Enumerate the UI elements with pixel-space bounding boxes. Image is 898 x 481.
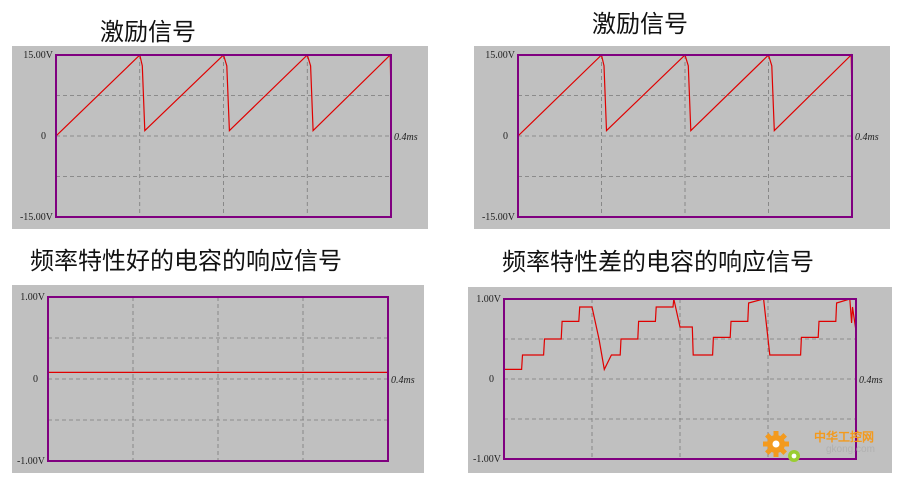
grid	[504, 299, 856, 459]
y-tick-bottom: -1.00V	[473, 454, 502, 465]
y-tick-top: 1.00V	[476, 294, 502, 305]
plot-frame	[503, 298, 857, 460]
y-tick-top: 1.00V	[20, 292, 46, 303]
title-bottom-right: 频率特性差的电容的响应信号	[502, 248, 814, 276]
title-top-right: 激励信号	[592, 10, 688, 38]
y-tick-zero: 0	[33, 374, 38, 385]
gear-icon	[763, 431, 800, 462]
y-tick-zero: 0	[489, 374, 494, 385]
x-tick-end: 0.4ms	[394, 132, 418, 143]
grid	[518, 55, 852, 217]
chart-bottom-left: 1.00V 0 -1.00V 0.4ms	[17, 292, 415, 467]
y-tick-bottom: -1.00V	[17, 456, 46, 467]
watermark-url: gkong.com	[826, 444, 875, 455]
watermark-cn: 中华工控网	[814, 430, 875, 444]
y-tick-top: 15.00V	[23, 50, 54, 61]
chart-panel-top-right: 15.00V 0 -15.00V 0.4ms	[474, 46, 890, 229]
chart-top-left: 15.00V 0 -15.00V 0.4ms	[20, 50, 418, 223]
y-tick-bottom: -15.00V	[482, 212, 516, 223]
plot-frame	[47, 296, 389, 462]
title-top-left: 激励信号	[100, 18, 196, 46]
grid	[48, 297, 388, 461]
x-tick-end: 0.4ms	[859, 375, 883, 386]
series-line	[504, 298, 857, 372]
series-line	[517, 53, 853, 137]
grid	[56, 55, 391, 217]
y-tick-top: 15.00V	[485, 50, 516, 61]
watermark-logo: 中华工控网 gkong.com	[760, 426, 892, 470]
chart-panel-bottom-right: 1.00V 0 -1.00V 0.4ms	[468, 287, 892, 473]
x-tick-end: 0.4ms	[391, 375, 415, 386]
chart-top-right: 15.00V 0 -15.00V 0.4ms	[482, 50, 879, 223]
chart-bottom-right: 1.00V 0 -1.00V 0.4ms	[473, 294, 883, 465]
y-tick-zero: 0	[41, 131, 46, 142]
y-tick-zero: 0	[503, 131, 508, 142]
chart-panel-top-left: 15.00V 0 -15.00V 0.4ms	[12, 46, 428, 229]
x-tick-end: 0.4ms	[855, 132, 879, 143]
plot-frame	[517, 54, 853, 218]
title-bottom-left: 频率特性好的电容的响应信号	[30, 247, 342, 275]
chart-panel-bottom-left: 1.00V 0 -1.00V 0.4ms	[12, 285, 424, 473]
series-line	[55, 53, 392, 137]
y-tick-bottom: -15.00V	[20, 212, 54, 223]
plot-frame	[55, 54, 392, 218]
